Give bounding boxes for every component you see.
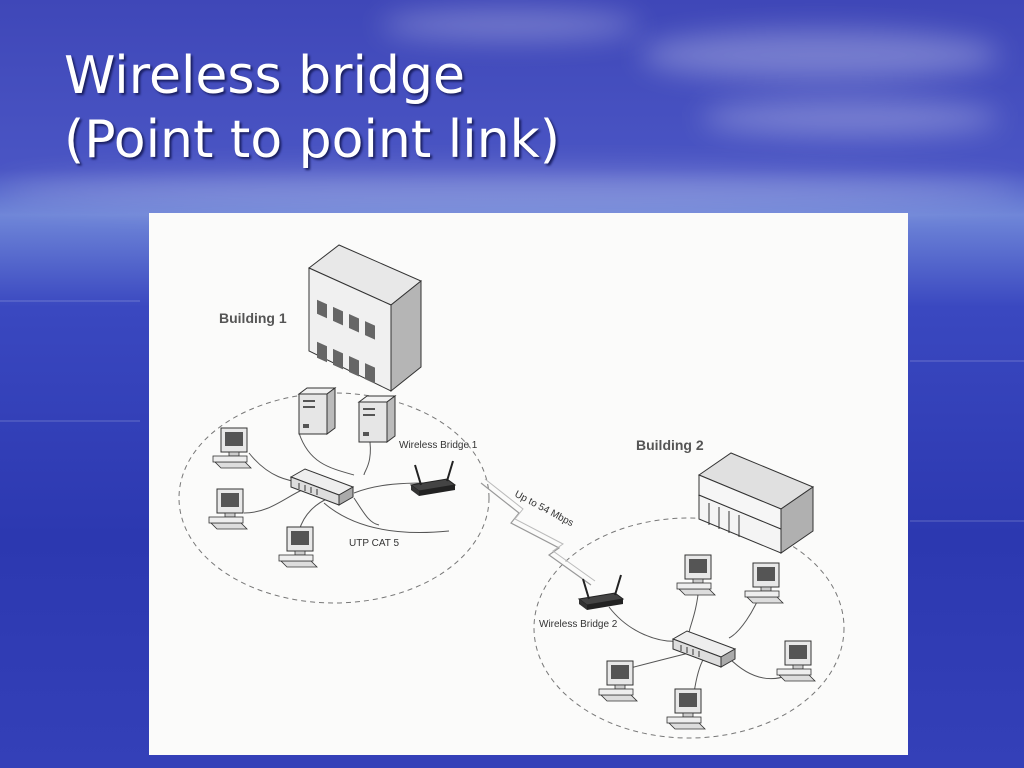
water-ripple [0,420,140,422]
building1-icon [308,244,422,393]
workstation-icon [208,488,248,530]
server-icon [298,387,336,435]
network-switch-icon [290,468,354,506]
server-icon [358,395,396,443]
water-ripple [0,300,140,302]
building1-network-zone [178,392,490,604]
slide-title-line1: Wireless bridge [64,46,465,106]
network-diagram: Building 1 Building 2 [149,213,908,755]
building2-label: Building 2 [636,437,704,453]
workstation-icon [212,427,252,469]
building2-icon [697,452,815,554]
workstation-icon [744,562,784,604]
sky-cloud [0,170,1024,210]
wireless-bridge1-icon [410,460,456,497]
building2-network-zone [533,517,845,739]
workstation-icon [278,526,318,568]
workstation-icon [666,688,706,730]
wireless-bridge2-icon [578,574,624,611]
bridge2-label: Wireless Bridge 2 [539,619,618,630]
wireless-link [480,478,596,586]
sky-cloud [640,30,1000,80]
sky-cloud [700,100,1000,136]
workstation-icon [676,554,716,596]
sky-cloud [380,10,640,40]
water-ripple [910,360,1024,362]
network-switch-icon [672,630,736,668]
water-ripple [910,520,1024,522]
cable-type-label: UTP CAT 5 [349,538,399,549]
building1-label: Building 1 [219,310,287,326]
slide-title: Wireless bridge (Point to point link) [64,44,560,172]
slide-title-line2: (Point to point link) [64,110,561,170]
workstation-icon [776,640,816,682]
workstation-icon [598,660,638,702]
bridge1-label: Wireless Bridge 1 [399,440,478,451]
